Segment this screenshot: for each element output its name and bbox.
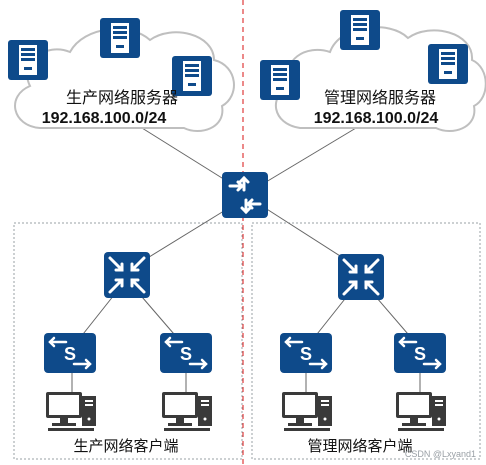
management-server-subnet: 192.168.100.0/24 (314, 110, 439, 127)
server-icon (260, 60, 300, 100)
pc-icon (396, 392, 446, 431)
management-server-title: 管理网络服务器 (324, 88, 436, 107)
pc-icon (282, 392, 332, 431)
switch-icon (392, 331, 448, 375)
switch-icon (158, 331, 214, 375)
production-client-label: 生产网络客户端 (73, 438, 178, 455)
layer3-switch-icon (102, 250, 152, 300)
layer3-switch-icon (336, 252, 386, 302)
server-icon (100, 18, 140, 58)
management-client-group-box (251, 222, 481, 460)
production-server-subnet: 192.168.100.0/24 (42, 110, 167, 127)
server-icon (428, 44, 468, 84)
switch-icon (278, 331, 334, 375)
switch-icon (42, 331, 98, 375)
router-icon (220, 170, 270, 220)
production-server-cloud: 生产网络服务器 192.168.100.0/24 (8, 18, 235, 132)
management-server-cloud: 管理网络服务器 192.168.100.0/24 (260, 10, 486, 132)
pc-icon (162, 392, 212, 431)
server-icon (340, 10, 380, 50)
pc-icon (46, 392, 96, 431)
production-server-title: 生产网络服务器 (66, 88, 178, 107)
server-icon (8, 40, 48, 80)
production-client-group-box (13, 222, 243, 460)
management-client-label: 管理网络客户端 (307, 438, 412, 455)
watermark-text: CSDN @Lxyand1 (405, 449, 476, 459)
